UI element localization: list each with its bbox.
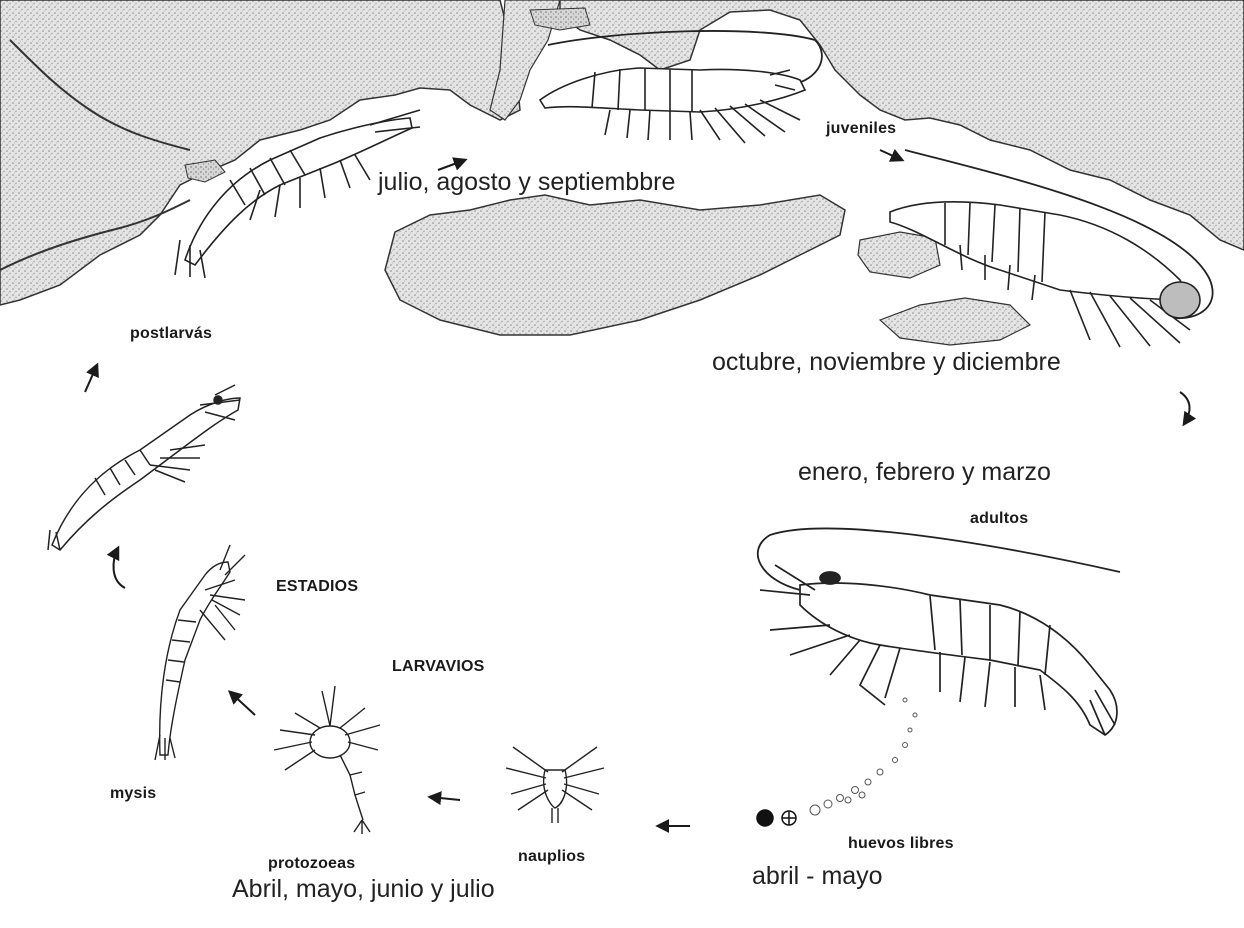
shrimp-postlarva-lower — [48, 385, 240, 550]
label-juveniles: juveniles — [826, 120, 896, 138]
label-months-oct-dic: octubre, noviembre y diciembre — [712, 348, 1061, 377]
island-small-2 — [880, 298, 1030, 345]
label-nauplios: nauplios — [518, 848, 585, 866]
island-small-1 — [858, 232, 940, 278]
label-months-jul-sep: julio, agosto y septiembbre — [378, 168, 675, 197]
antenna-adult — [758, 528, 1120, 590]
egg-stream — [810, 698, 917, 815]
label-protozoeas: protozoeas — [268, 855, 355, 873]
nauplius-larva — [506, 747, 604, 823]
label-postlarvas: postlarvás — [130, 325, 212, 343]
label-huevos-libres: huevos libres — [848, 835, 954, 853]
mysis-larva — [155, 545, 245, 760]
shrimp-adult — [760, 565, 1117, 735]
label-months-ene-mar: enero, febrero y marzo — [798, 458, 1051, 487]
egg-sequence — [757, 810, 796, 826]
label-months-abr-jul: Abril, mayo, junio y julio — [232, 875, 495, 904]
label-estadios: ESTADIOS — [276, 578, 358, 596]
label-adultos: adultos — [970, 510, 1028, 528]
label-months-abr-may: abril - mayo — [752, 862, 883, 891]
protozoea-larva — [274, 686, 380, 834]
shrimp-juvenile-top — [540, 68, 805, 143]
label-mysis: mysis — [110, 785, 156, 803]
island-central — [385, 195, 845, 335]
label-larvarios: LARVAVIOS — [392, 658, 484, 676]
